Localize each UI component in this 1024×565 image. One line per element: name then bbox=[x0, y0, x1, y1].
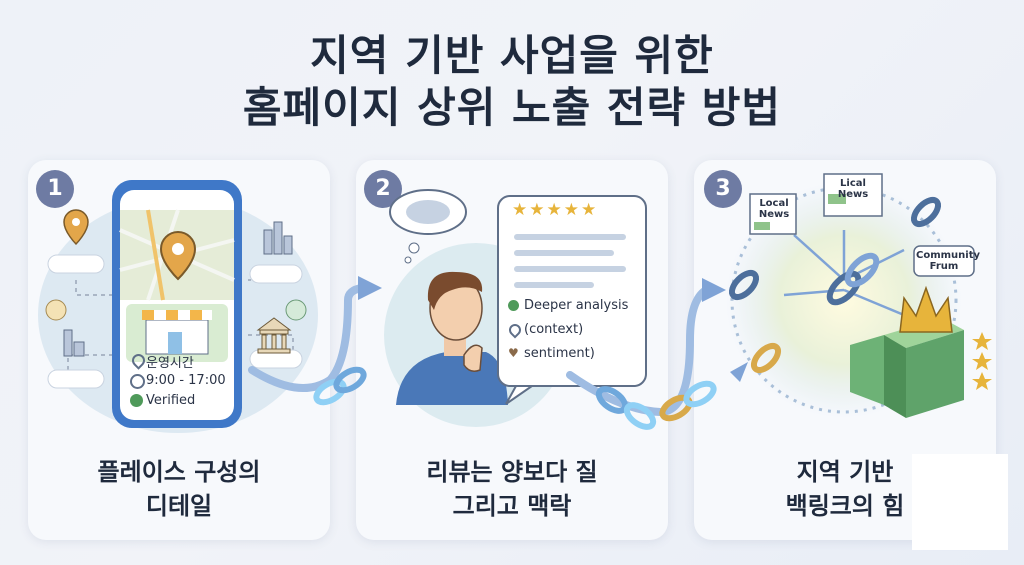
card-2-caption: 리뷰는 양보다 질 그리고 맥락 bbox=[356, 455, 668, 523]
review-point-2: (context) bbox=[524, 322, 584, 337]
step-badge-1: 1 bbox=[36, 170, 74, 208]
location-pin-icon bbox=[63, 209, 89, 246]
review-point-1: Deeper analysis bbox=[524, 298, 629, 313]
card-local-backlinks: 3 bbox=[694, 160, 996, 540]
map-pin-icon bbox=[159, 230, 197, 281]
check-circle-icon bbox=[508, 300, 519, 311]
source-local-news-2: Lical News bbox=[837, 178, 869, 200]
card-3-illustration bbox=[726, 173, 992, 418]
check-icon bbox=[130, 394, 143, 407]
card-1-caption-line-1: 플레이스 구성의 bbox=[97, 458, 261, 486]
step-badge-2: 2 bbox=[364, 170, 402, 208]
side-stars bbox=[972, 332, 992, 390]
heart-icon: ♥ bbox=[508, 346, 519, 360]
card-2-caption-line-2: 그리고 맥락 bbox=[452, 492, 572, 520]
thinking-person bbox=[396, 271, 508, 405]
review-point-3: sentiment) bbox=[524, 346, 595, 361]
hours-label: 운영시간 bbox=[146, 356, 194, 371]
source-local-news-1: Local News bbox=[758, 198, 790, 220]
thought-cloud-icon bbox=[389, 189, 467, 264]
hours-value: 9:00 - 17:00 bbox=[146, 373, 226, 388]
card-1-caption: 플레이스 구성의 디테일 bbox=[28, 455, 330, 523]
clock-icon bbox=[130, 374, 145, 389]
crown-icon bbox=[899, 285, 953, 333]
card-1-caption-line-2: 디테일 bbox=[145, 492, 213, 520]
step-badge-3: 3 bbox=[704, 170, 742, 208]
page-title: 지역 기반 사업을 위한 홈페이지 상위 노출 전략 방법 bbox=[0, 30, 1024, 134]
rating-stars: ★★★★★ bbox=[512, 200, 599, 220]
smartphone bbox=[112, 180, 242, 428]
title-line-2: 홈페이지 상위 노출 전략 방법 bbox=[242, 83, 782, 132]
card-3-caption: 지역 기반 백링크의 힘 bbox=[694, 455, 996, 523]
card-2-caption-line-1: 리뷰는 양보다 질 bbox=[426, 458, 598, 486]
card-3-caption-line-1: 지역 기반 bbox=[796, 458, 894, 486]
verified-label: Verified bbox=[146, 393, 196, 408]
title-line-1: 지역 기반 사업을 위한 bbox=[310, 31, 714, 80]
card-place-details: 1 bbox=[28, 160, 330, 540]
card-3-caption-line-2: 백링크의 힘 bbox=[785, 492, 905, 520]
blank-patch bbox=[912, 454, 1008, 550]
card-review-quality: 2 ★★★★★ Deeper analysis (context) bbox=[356, 160, 668, 540]
source-community-forum: Community Frum bbox=[916, 250, 981, 272]
